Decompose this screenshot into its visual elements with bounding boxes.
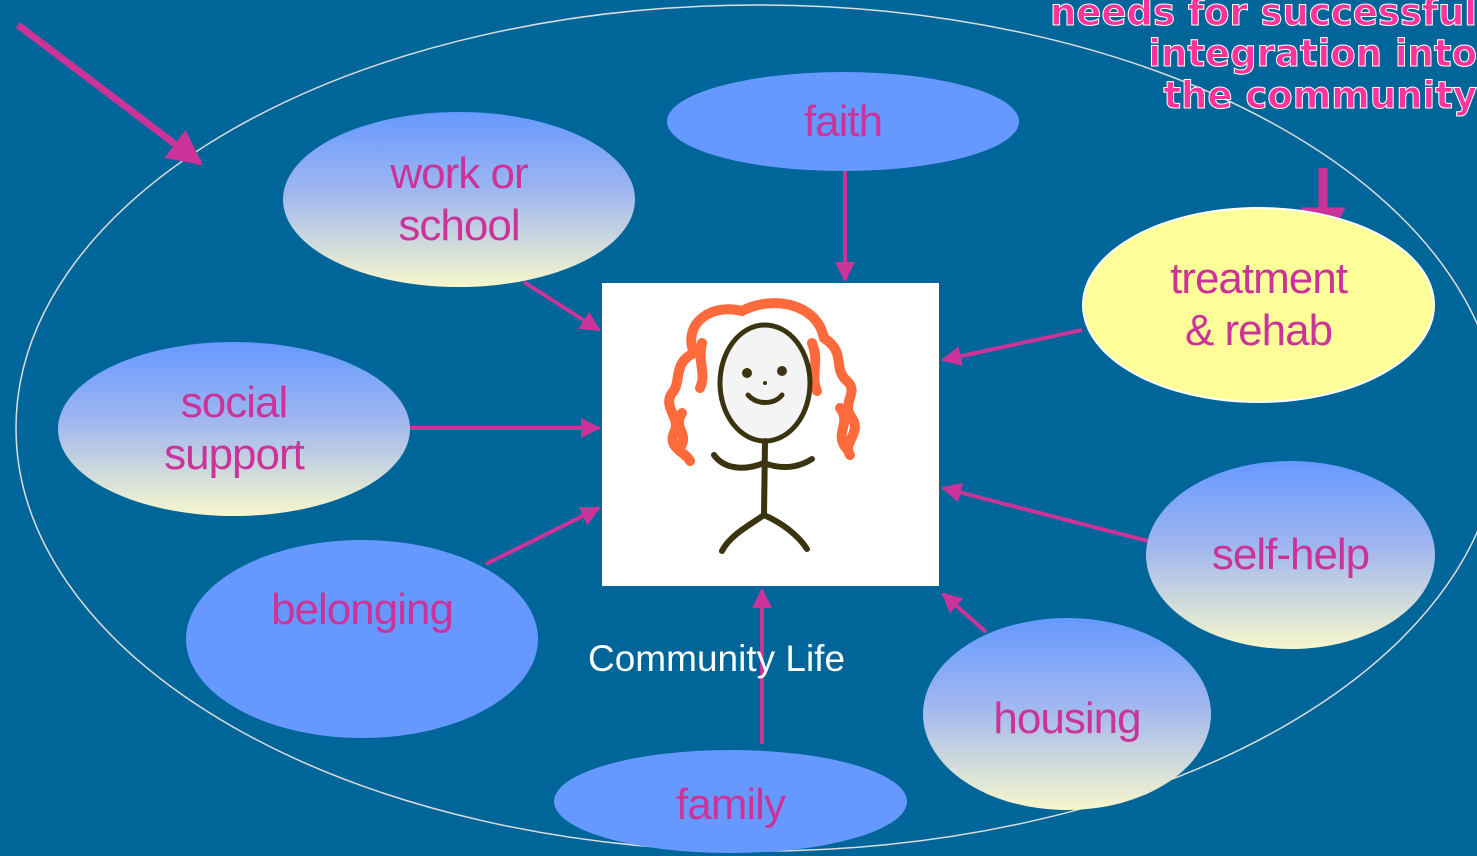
node-housing: housing: [923, 618, 1211, 810]
person-drawing-box: [602, 283, 939, 586]
arrow-treatment: [941, 328, 1083, 366]
needs-note: needs for successful integration into th…: [1049, 0, 1477, 117]
node-work-or-school: work or school: [283, 112, 635, 287]
node-faith: faith: [667, 72, 1019, 171]
node-family: family: [554, 750, 907, 853]
node-social-support: social support: [58, 342, 410, 516]
arrow-housing: [941, 592, 988, 634]
node-treatment-rehab: treatment & rehab: [1082, 207, 1435, 403]
stick-figure-icon: [664, 298, 860, 554]
arrow-outer-to-ring: [15, 22, 203, 166]
node-belonging: belonging: [186, 540, 538, 738]
arrow-work-school: [522, 280, 601, 332]
center-caption: Community Life: [588, 638, 846, 679]
arrow-belonging: [485, 506, 601, 566]
node-self-help: self-help: [1146, 461, 1435, 649]
arrow-self-help: [941, 482, 1149, 543]
